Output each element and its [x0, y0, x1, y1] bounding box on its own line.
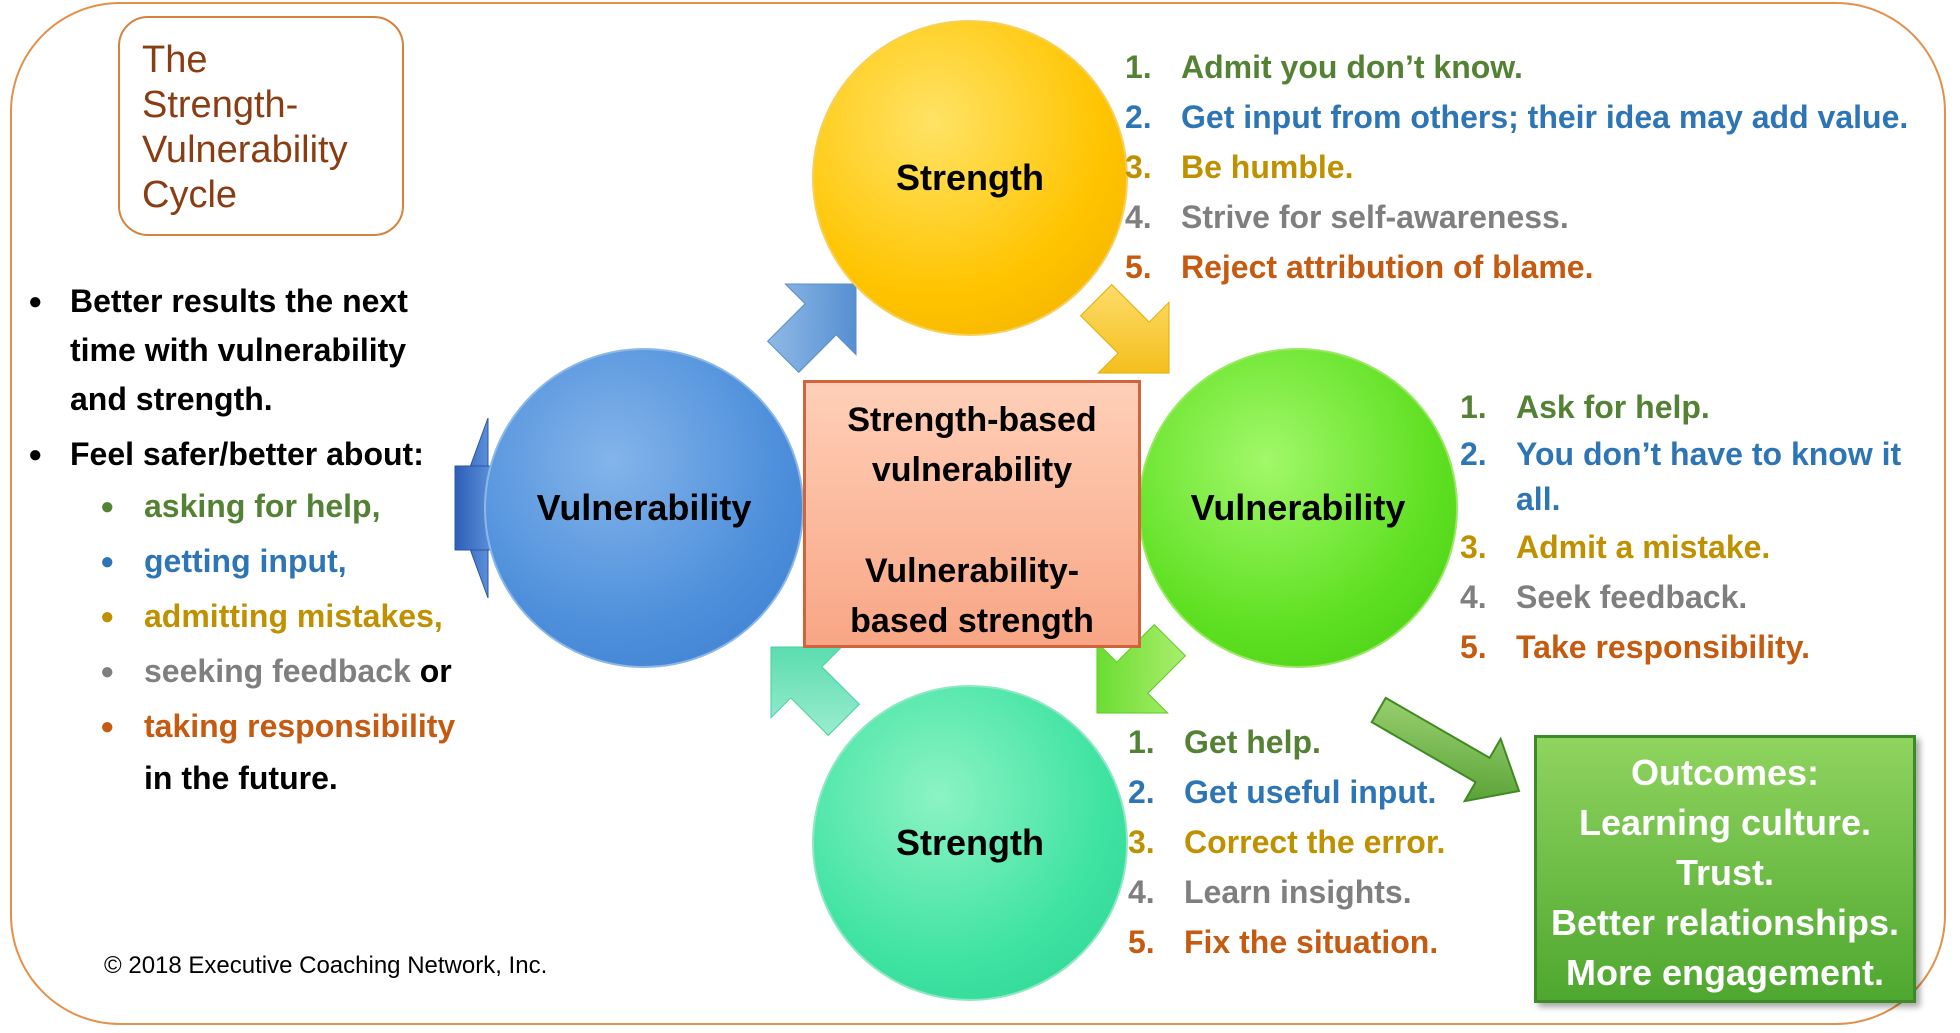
sub-bullet-item: ●getting input,: [100, 543, 347, 579]
copyright-notice: © 2018 Executive Coaching Network, Inc.: [104, 952, 548, 979]
sub-bullet-item: ●asking for help,: [100, 488, 381, 524]
center-line-4: based strength: [850, 602, 1094, 640]
list-item: 4.Seek feedback.: [1460, 579, 1748, 615]
list-item: 4.Learn insights.: [1128, 874, 1412, 910]
bullet-item: ● Better results the next time with vuln…: [28, 283, 408, 417]
arrow-to-bottom: [1096, 623, 1187, 714]
list-item: 3.Admit a mistake.: [1460, 529, 1771, 565]
sub-bullet-continuation: in the future.: [144, 760, 338, 796]
circle-top-strength: Strength: [812, 20, 1128, 336]
outer-frame: [10, 2, 1946, 1025]
left-bullet-text: ● Better results the next time with vuln…: [28, 277, 488, 802]
circle-label: Vulnerability: [1190, 487, 1406, 528]
circle-left-vulnerability: Vulnerability: [484, 348, 804, 668]
list-item: 1.Get help.: [1128, 724, 1321, 760]
center-box: Strength-based vulnerability Vulnerabili…: [803, 380, 1141, 648]
center-line-1: Strength-based: [847, 401, 1097, 439]
list-item: 3.Correct the error.: [1128, 824, 1446, 860]
bullet-item: ● Feel safer/better about:: [28, 436, 424, 472]
bottom-strength-list: 1.Get help. 2.Get useful input. 3.Correc…: [1128, 717, 1445, 967]
list-item: 1.Admit you don’t know.: [1125, 49, 1523, 85]
arrow-to-outcomes: [1370, 696, 1521, 803]
list-item: 2.Get useful input.: [1128, 774, 1437, 810]
center-line-2: vulnerability: [871, 451, 1073, 489]
outcomes-box: Outcomes: Learning culture. Trust. Bette…: [1534, 735, 1916, 1003]
list-item: 1.Ask for help.: [1460, 389, 1710, 425]
outcome-item: More engagement.: [1565, 952, 1885, 993]
outcome-item: Trust.: [1675, 852, 1774, 893]
arrow-to-right: [1079, 283, 1170, 374]
circle-bottom-strength: Strength: [812, 685, 1128, 1001]
right-vulnerability-list: 1.Ask for help. 2.You don’t have to know…: [1460, 382, 1901, 672]
sub-bullet-item: ●admitting mistakes,: [100, 598, 443, 634]
list-item: 5.Take responsibility.: [1460, 629, 1811, 665]
list-item: 5.Reject attribution of blame.: [1125, 249, 1594, 285]
arrow-to-top: [766, 283, 857, 374]
list-item: 5.Fix the situation.: [1128, 924, 1439, 960]
title-box: [118, 16, 404, 236]
circle-label: Vulnerability: [536, 487, 752, 528]
list-item: 4.Strive for self-awareness.: [1125, 199, 1569, 235]
circle-right-vulnerability: Vulnerability: [1138, 348, 1458, 668]
circle-label: Strength: [896, 157, 1044, 198]
outcome-item: Learning culture.: [1578, 802, 1872, 843]
top-strength-list: 1.Admit you don’t know. 2.Get input from…: [1125, 42, 1908, 292]
sub-bullet-item: ●seeking feedback or: [100, 653, 452, 689]
circle-label: Strength: [896, 822, 1044, 863]
sub-bullet-item: ●taking responsibility: [100, 708, 456, 744]
outcome-item: Better relationships.: [1550, 902, 1900, 943]
list-item: 2.Get input from others; their idea may …: [1125, 99, 1909, 135]
center-line-3: Vulnerability-: [864, 552, 1080, 590]
diagram-title: The Strength- Vulnerability Cycle: [142, 39, 348, 216]
outcomes-heading: Outcomes:: [1630, 752, 1820, 793]
list-item: 3.Be humble.: [1125, 149, 1354, 185]
